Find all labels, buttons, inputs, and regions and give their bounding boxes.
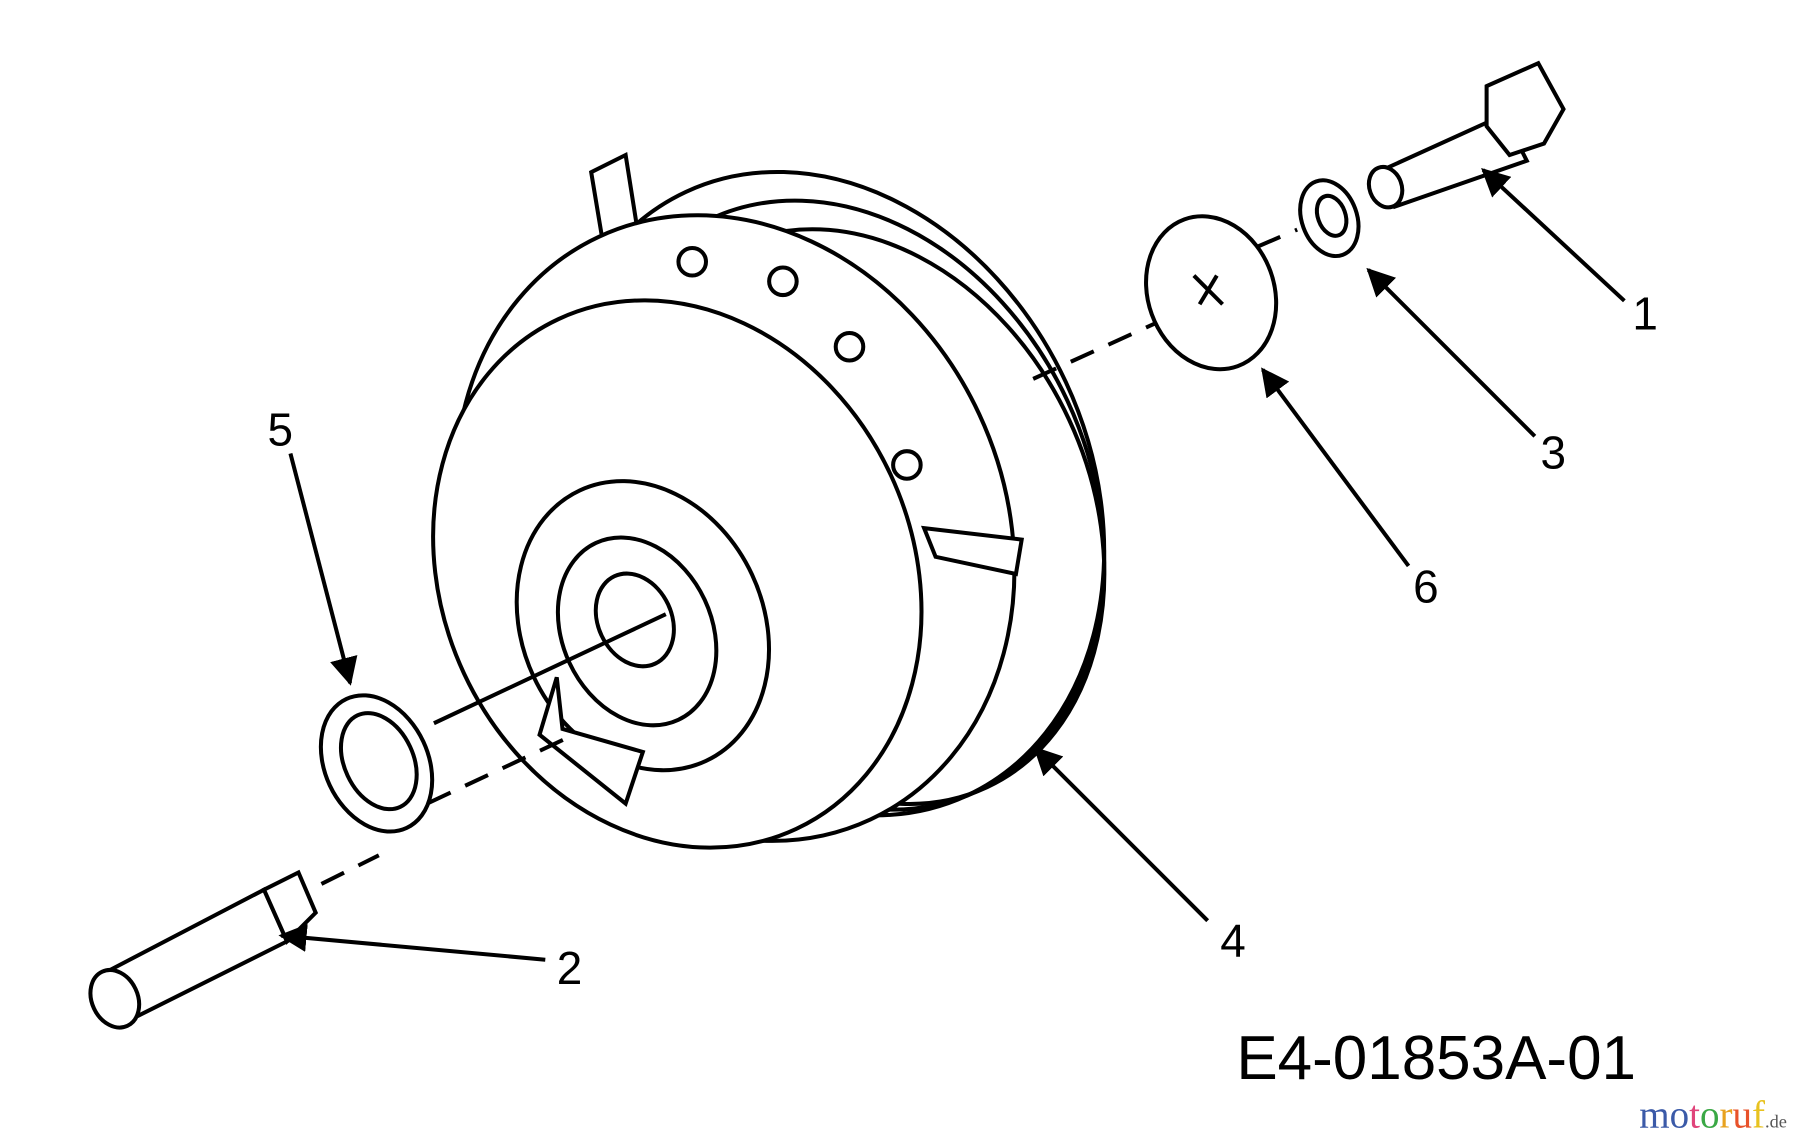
leader-arrow-5 [288, 452, 358, 686]
bolt-part-1 [1366, 60, 1566, 210]
part-label-4: 4 [1220, 914, 1246, 966]
leader-arrow-4 [1033, 746, 1210, 923]
electric-clutch-part-4 [431, 151, 1107, 850]
lock-washer-part-3 [1298, 178, 1361, 259]
leader-arrow-6 [1261, 367, 1411, 568]
part-label-3: 3 [1541, 426, 1567, 478]
part-label-2: 2 [557, 942, 583, 994]
leader-arrow-2 [278, 923, 546, 962]
seal-ring-part-5 [318, 693, 435, 834]
spacer-part-2 [88, 869, 319, 1030]
leader-arrow-1 [1481, 168, 1626, 303]
washer-part-6 [1144, 214, 1279, 372]
drawing-code: E4-01853A-01 [1236, 1024, 1636, 1093]
part-label-5: 5 [267, 403, 293, 455]
part-label-6: 6 [1413, 561, 1439, 613]
watermark-logo: motoruf.de [1639, 1093, 1787, 1136]
leader-arrow-3 [1366, 267, 1537, 438]
part-label-1: 1 [1632, 288, 1658, 340]
